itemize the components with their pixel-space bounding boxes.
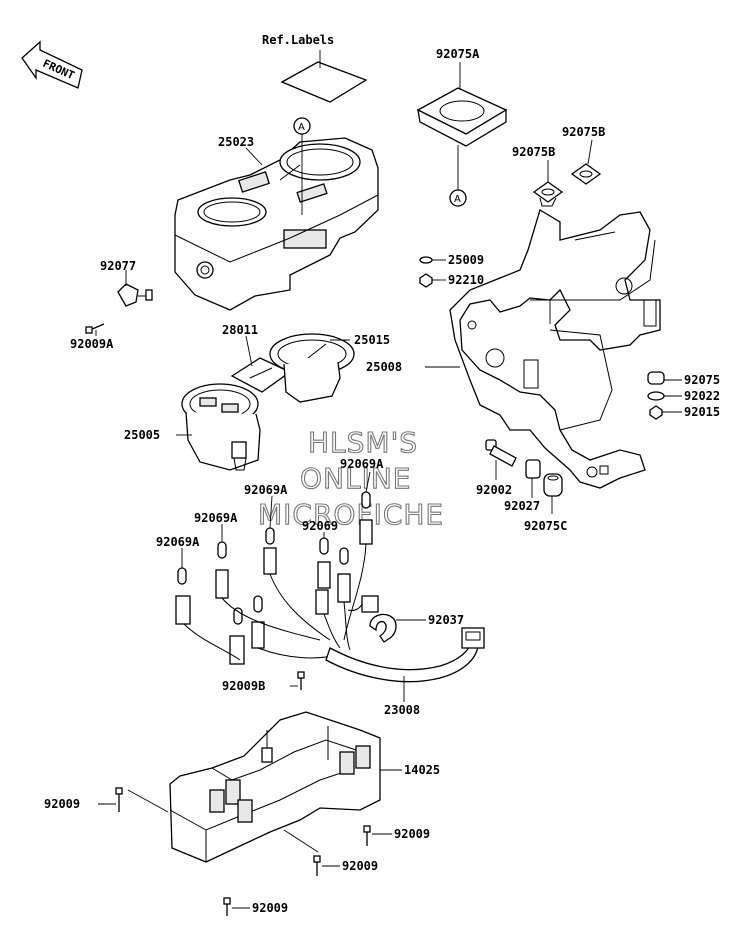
label-92009-4: 92009	[252, 901, 288, 915]
washer-92022	[647, 391, 682, 401]
label-25009: 25009	[448, 253, 484, 267]
label-92015: 92015	[684, 405, 720, 419]
nut-92015	[649, 405, 682, 420]
trip-knob-92077	[117, 270, 153, 307]
label-92009-3: 92009	[342, 859, 378, 873]
svg-text:A: A	[298, 122, 305, 133]
screw-92009-bottom	[223, 897, 250, 916]
label-14025: 14025	[404, 763, 440, 777]
watermark-line1: HLSM'S	[308, 426, 418, 459]
label-92009-2: 92009	[394, 827, 430, 841]
washer-25009	[419, 256, 446, 264]
case-14025	[169, 711, 402, 863]
label-92037: 92037	[428, 613, 464, 627]
label-92069A-3: 92069A	[194, 511, 238, 525]
grommet-92075	[647, 371, 682, 385]
label-92069A-1: 92069A	[340, 457, 384, 471]
watermark: HLSM'S ONLINE MICROFICHE	[257, 425, 444, 531]
label-92210: 92210	[448, 273, 484, 287]
label-92022: 92022	[684, 389, 720, 403]
bulb-sockets-92069A	[175, 491, 373, 665]
label-25008: 25008	[366, 360, 402, 374]
label-92069A-2: 92069A	[244, 483, 288, 497]
screw-92009-right	[363, 825, 392, 846]
label-92075B-right: 92075B	[562, 125, 605, 139]
label-92027: 92027	[504, 499, 540, 513]
label-92069: 92069	[302, 519, 338, 533]
label-92009B: 92009B	[222, 679, 265, 693]
screw-92009B	[290, 671, 305, 690]
label-92075B-left: 92075B	[512, 145, 555, 159]
wire-harness-23008	[183, 543, 485, 702]
reference-marker-a-top: A	[293, 117, 311, 215]
label-25005: 25005	[124, 428, 160, 442]
screw-92009-left	[98, 787, 169, 813]
speedometer-25005	[176, 383, 261, 471]
label-92069A-4: 92069A	[156, 535, 200, 549]
label-92075A: 92075A	[436, 47, 480, 61]
svg-text:A: A	[454, 194, 461, 205]
meter-housing-25023	[174, 137, 379, 311]
grommet-92075C	[543, 473, 563, 514]
grommet-92075B-right	[570, 139, 602, 185]
screw-92009A	[85, 323, 105, 336]
nut-92210	[419, 273, 446, 288]
grommet-92075A	[416, 62, 508, 147]
label-92009-1: 92009	[44, 797, 80, 811]
label-28011: 28011	[222, 323, 258, 337]
front-arrow-icon: FRONT	[21, 40, 83, 89]
watermark-line3: MICROFICHE	[258, 498, 444, 531]
screw-92009-middle	[283, 829, 340, 876]
tachometer-25015	[269, 333, 355, 403]
clamp-92037	[369, 613, 426, 643]
faceplate-28011	[230, 335, 292, 393]
watermark-line2: ONLINE	[300, 462, 411, 495]
label-92077: 92077	[100, 259, 136, 273]
collar-92027	[525, 459, 541, 498]
ref-labels-sheet	[280, 50, 368, 103]
label-25023: 25023	[218, 135, 254, 149]
bolt-92002	[485, 439, 517, 480]
label-25015: 25015	[354, 333, 390, 347]
label-ref-labels: Ref.Labels	[262, 33, 334, 47]
label-92075: 92075	[684, 373, 720, 387]
label-23008: 23008	[384, 703, 420, 717]
label-92075C: 92075C	[524, 519, 567, 533]
label-92002: 92002	[476, 483, 512, 497]
grommet-92075B-left	[532, 160, 564, 207]
reference-marker-a-right: A	[449, 145, 467, 207]
meter-bracket-25008	[425, 209, 661, 489]
label-92009A: 92009A	[70, 337, 114, 351]
